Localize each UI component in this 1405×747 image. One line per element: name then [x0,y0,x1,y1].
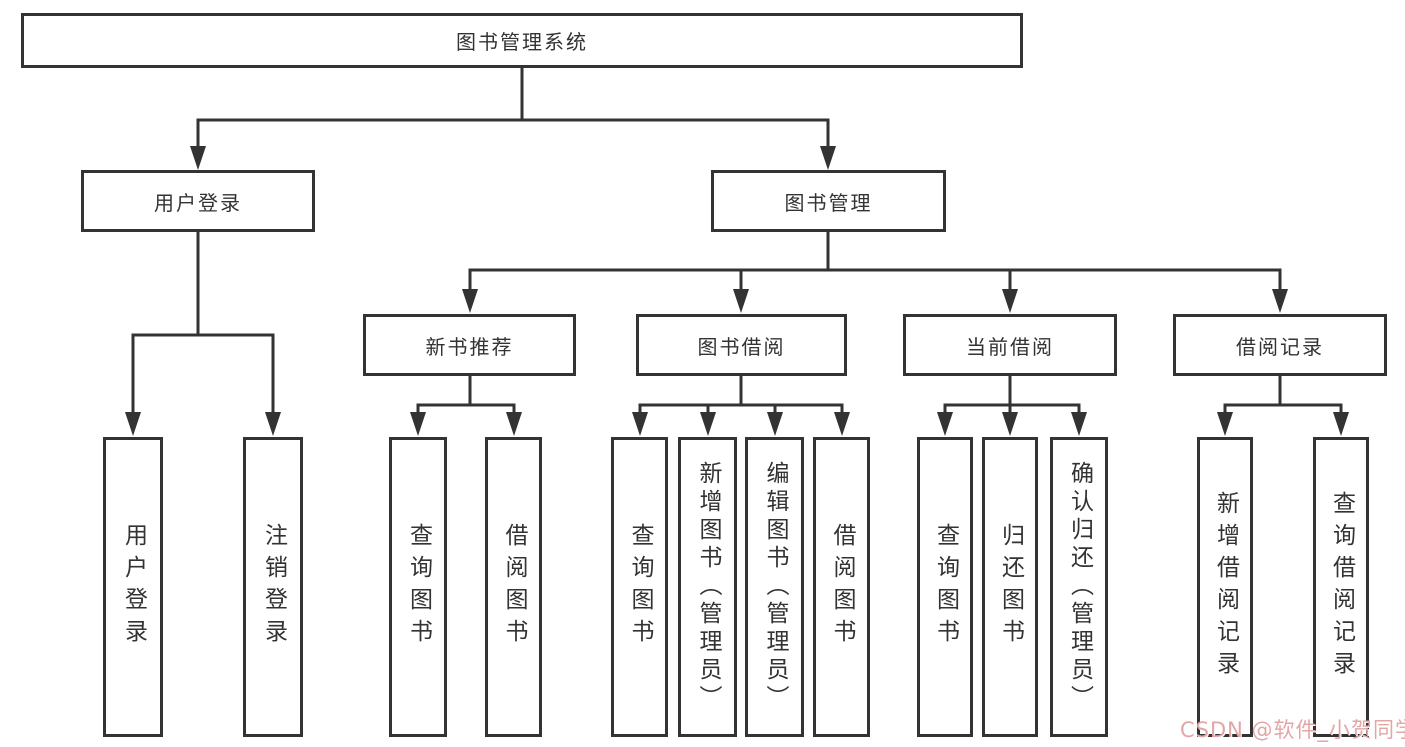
node-label: 查询借阅记录 [1328,491,1355,683]
node-new-book-recommend: 新书推荐 [363,314,576,376]
node-label: 确认归还（管理员） [1066,461,1093,713]
node-label: 注销登录 [260,523,287,651]
leaf-query-books-current: 查询图书 [917,437,973,737]
node-current-borrow: 当前借阅 [903,314,1117,376]
leaf-confirm-return-admin: 确认归还（管理员） [1050,437,1108,737]
node-label: 新增图书（管理员） [695,461,721,713]
leaf-user-login: 用户登录 [103,437,163,737]
node-label: 编辑图书（管理员） [762,461,788,713]
node-label: 借阅图书 [501,523,527,651]
node-label: 查询图书 [932,523,959,651]
node-book-borrow: 图书借阅 [636,314,847,376]
leaf-query-borrow-record: 查询借阅记录 [1313,437,1369,737]
node-root: 图书管理系统 [21,13,1023,68]
leaf-query-books-borrow: 查询图书 [611,437,668,737]
node-label: 查询图书 [627,523,653,651]
leaf-add-borrow-record: 新增借阅记录 [1197,437,1253,737]
node-label: 归还图书 [997,523,1024,651]
watermark: CSDN @软件_小贺同学 [1180,718,1405,742]
leaf-query-books-recommend: 查询图书 [389,437,447,737]
node-label: 用户登录 [120,523,147,651]
leaf-return-books: 归还图书 [982,437,1038,737]
node-label: 借阅图书 [829,523,855,651]
arrowheads [125,146,1349,436]
node-user-login-branch: 用户登录 [81,170,315,232]
node-label: 新增借阅记录 [1212,491,1239,683]
leaf-edit-book-admin: 编辑图书（管理员） [745,437,804,737]
leaf-borrow-books-borrow: 借阅图书 [813,437,870,737]
leaf-add-book-admin: 新增图书（管理员） [678,437,737,737]
node-label: 查询图书 [405,523,432,651]
node-borrow-records: 借阅记录 [1173,314,1387,376]
leaf-logout: 注销登录 [243,437,303,737]
leaf-borrow-books-recommend: 借阅图书 [485,437,542,737]
node-book-management-branch: 图书管理 [711,170,946,232]
